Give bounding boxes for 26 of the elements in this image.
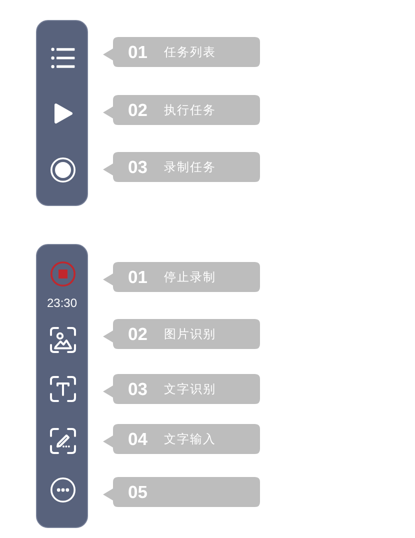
- callout-bubble: [103, 477, 260, 507]
- toolbar: [36, 20, 88, 206]
- callout-text: 停止录制: [164, 270, 216, 284]
- step-number: 04: [128, 430, 148, 448]
- callout-bubble: [103, 424, 260, 454]
- step-number: 03: [128, 158, 148, 176]
- callout-bubble: [103, 95, 260, 125]
- callout-bubble: [103, 262, 260, 292]
- callout-text: 图片识别: [164, 327, 216, 341]
- callout-text: 文字识别: [164, 382, 216, 396]
- callout-bubble: [103, 37, 260, 67]
- callout-text: 文字输入: [164, 432, 216, 446]
- step-number: 02: [128, 101, 148, 119]
- step-number: 01: [128, 268, 148, 286]
- step-number: 03: [128, 380, 148, 398]
- callout-bubble: [103, 374, 260, 404]
- callout-text: 任务列表: [164, 45, 216, 59]
- callout-text: 录制任务: [164, 160, 216, 174]
- step-number: 01: [128, 43, 148, 61]
- timer-text: 23:30: [46, 296, 78, 310]
- callout-bubble: [103, 319, 260, 349]
- callout-bubble: [103, 152, 260, 182]
- callout-text: 执行任务: [164, 103, 216, 117]
- step-number: 02: [128, 325, 148, 343]
- toolbar: [36, 244, 88, 528]
- step-number: 05: [128, 483, 148, 501]
